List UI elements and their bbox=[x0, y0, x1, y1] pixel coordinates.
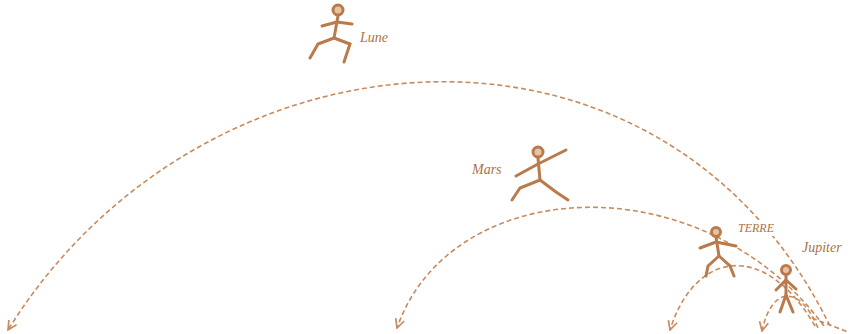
moon-jumper bbox=[310, 5, 352, 62]
planet-label: TERRE bbox=[736, 220, 776, 236]
mars-trajectory bbox=[397, 207, 824, 328]
mars-jumper bbox=[512, 147, 568, 200]
start-trajectory bbox=[812, 318, 848, 332]
moon-trajectory bbox=[8, 82, 830, 330]
planet-label: Lune bbox=[358, 30, 390, 46]
planet-label: Mars bbox=[470, 162, 504, 178]
planet-label: Jupiter bbox=[800, 240, 844, 256]
earth-jumper bbox=[700, 228, 736, 277]
jupiter-jumper bbox=[776, 266, 796, 313]
